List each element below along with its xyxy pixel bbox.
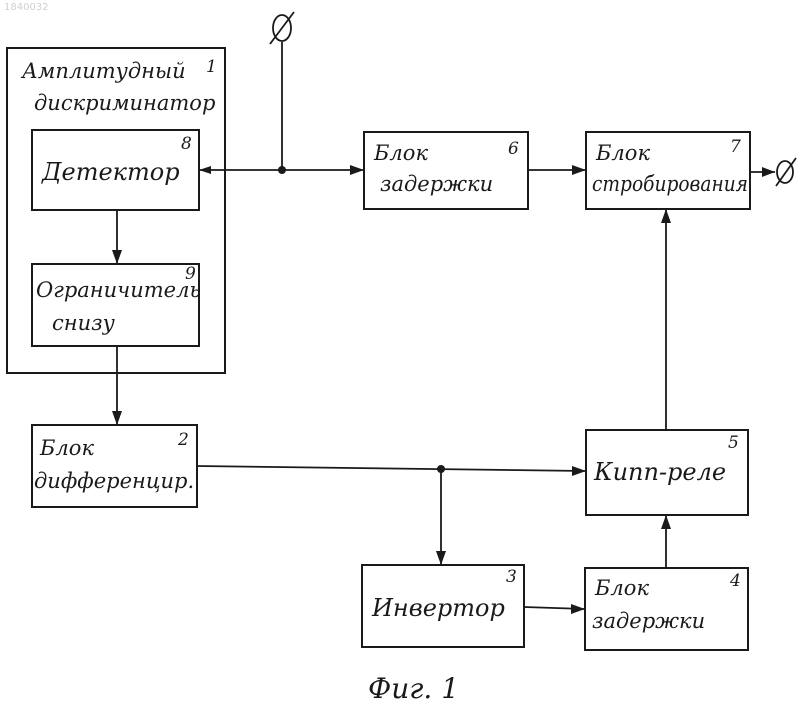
block-detector: Детектор 8 xyxy=(32,130,199,210)
flipflop-number: 5 xyxy=(728,433,739,453)
amplitude-discriminator-number: 1 xyxy=(206,57,217,77)
limiter-label-line1: Ограничитель xyxy=(36,278,201,302)
delay-2-label-line1: Блок xyxy=(594,576,649,600)
arrow-into-strobe xyxy=(572,165,586,175)
flipflop-label: Кипп-реле xyxy=(593,458,726,486)
block-flipflop: Кипп-реле 5 xyxy=(586,430,748,515)
block-strobe: Блок стробирования 7 xyxy=(586,132,750,209)
terminal-top xyxy=(270,12,294,44)
arrow-into-flipflop-bottom xyxy=(661,515,671,529)
delay-1-number: 6 xyxy=(508,139,519,159)
amplitude-discriminator-label-line1: Амплитудный xyxy=(20,59,186,83)
detector-number: 8 xyxy=(181,134,192,154)
arrow-output xyxy=(762,167,775,177)
limiter-number: 9 xyxy=(185,264,196,284)
arrow-into-strobe-bottom xyxy=(661,209,671,223)
arrow-into-delay2 xyxy=(571,604,585,614)
differentiator-number: 2 xyxy=(177,430,189,450)
block-inverter: Инвертор 3 xyxy=(362,565,524,647)
block-limiter: Ограничитель снизу 9 xyxy=(32,264,201,346)
wire-differentiator-to-flipflop xyxy=(197,466,586,471)
figure-caption: Фиг. 1 xyxy=(368,672,459,705)
strobe-label-line1: Блок xyxy=(595,141,650,165)
arrow-into-detector xyxy=(199,166,211,174)
block-delay-2: Блок задержки 4 xyxy=(585,568,748,650)
strobe-number: 7 xyxy=(730,137,741,157)
limiter-label-line2: снизу xyxy=(52,311,116,335)
arrow-into-limiter xyxy=(112,250,122,264)
block-differentiator: Блок дифференцир. 2 xyxy=(32,425,197,507)
delay-2-number: 4 xyxy=(729,571,741,591)
strobe-label-line2: стробирования xyxy=(592,172,748,196)
arrow-into-flipflop xyxy=(572,466,586,476)
amplitude-discriminator-label-line2: дискриминатор xyxy=(34,91,215,115)
delay-2-label-line2: задержки xyxy=(592,609,705,633)
delay-1-label-line2: задержки xyxy=(380,172,493,196)
differentiator-label-line1: Блок xyxy=(39,436,94,460)
delay-1-label-line1: Блок xyxy=(373,141,428,165)
arrow-into-delay1 xyxy=(350,165,364,175)
inverter-number: 3 xyxy=(506,567,517,587)
detector-label: Детектор xyxy=(41,158,180,186)
inverter-label: Инвертор xyxy=(371,594,505,622)
arrow-into-differentiator xyxy=(112,411,122,425)
differentiator-label-line2: дифференцир. xyxy=(34,469,194,493)
watermark-text: 1840032 xyxy=(4,2,49,13)
arrow-into-inverter xyxy=(436,551,446,565)
block-delay-1: Блок задержки 6 xyxy=(364,132,528,209)
terminal-output xyxy=(776,158,796,186)
